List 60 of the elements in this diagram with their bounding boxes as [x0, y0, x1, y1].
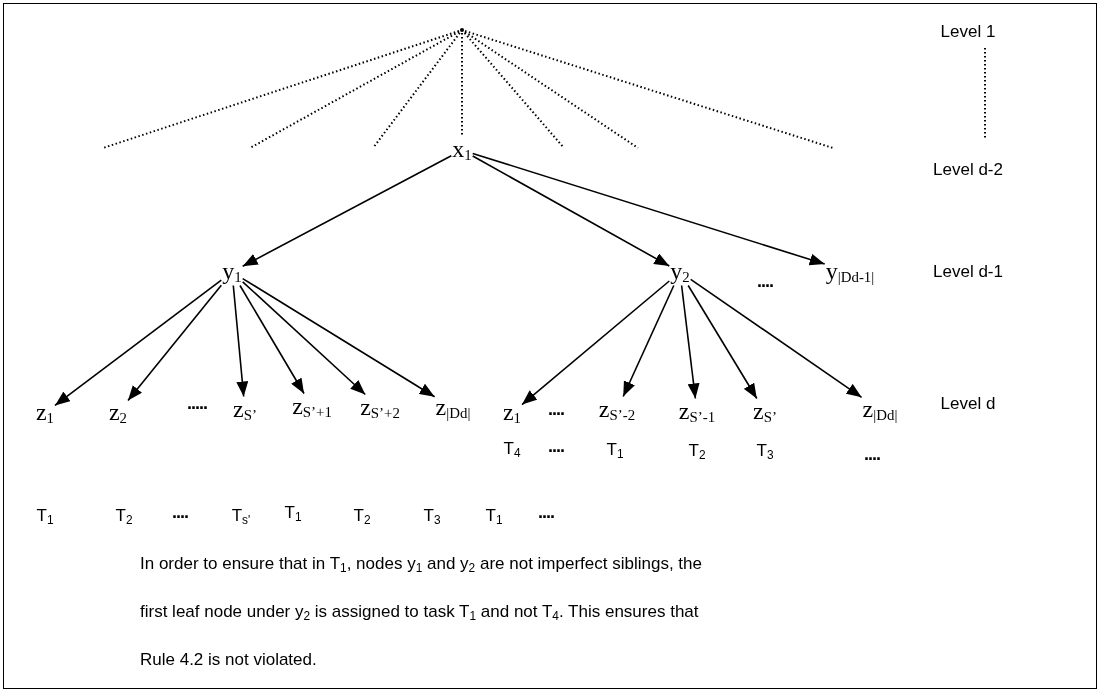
dotted-line [464, 30, 834, 149]
ellipsis: ..... [187, 394, 207, 414]
task-label: T$_{1}$ [485, 506, 503, 528]
level-label: Level d-2 [933, 160, 1003, 180]
arrow [687, 284, 758, 400]
tree-node-label: y$_{2}$ [670, 259, 690, 285]
tree-node-label: z$_{S’}$ [753, 399, 777, 425]
arrow [471, 155, 671, 267]
task-label: T$_{2}$ [688, 441, 706, 463]
arrow [239, 284, 305, 395]
tree-node-label: z$_{|Dd|}$ [435, 395, 471, 421]
task-label: T$_{1}$ [606, 440, 624, 462]
arrow [232, 284, 249, 398]
tree-node-label: z$_{S’+2}$ [360, 395, 400, 421]
task-label: T$_{2}$ [115, 506, 133, 528]
tree-node-label: z$_{1}$ [502, 400, 522, 426]
task-label: T$_{1}$ [284, 503, 302, 525]
ellipsis: .... [538, 503, 554, 523]
level-label: Level 1 [940, 22, 996, 42]
ellipsis: .... [864, 445, 880, 465]
arrow [471, 152, 826, 266]
task-label: T$_{4}$ [503, 439, 521, 461]
dotted-line [372, 32, 461, 149]
arrow [127, 284, 223, 402]
arrow [241, 154, 453, 268]
task-label: T$_{1}$ [36, 506, 54, 528]
arrow [622, 284, 675, 398]
dotted-line [464, 31, 639, 149]
task-label: T$_{s'}$ [231, 506, 251, 528]
task-label: T$_{3}$ [756, 441, 774, 463]
dotted-line [463, 32, 565, 149]
tree-node-label: z$_{S’-1}$ [678, 399, 716, 425]
ellipsis: .... [548, 437, 564, 457]
dotted-line [102, 30, 460, 149]
dotted-line [461, 32, 463, 138]
level-label: Level d-1 [933, 262, 1003, 282]
tree-node-label: z$_{S’-2}$ [598, 397, 636, 423]
root-point [460, 28, 464, 32]
arrow [680, 284, 700, 400]
dotted-line [249, 30, 460, 149]
ellipsis: .... [757, 272, 773, 292]
ellipsis: .... [548, 400, 564, 420]
tree-node-label: x$_{1}$ [452, 137, 472, 163]
arrow [689, 278, 863, 399]
task-label: T$_{2}$ [353, 506, 371, 528]
arrow [54, 279, 223, 407]
explanatory-note: In order to ensure that in T$_{1}$, nodes y$_{1}$ and y$_{2}$ are not imperfect siblings, the first leaf node under y$_{2}$ is assigned to task T$_{1}$ and not T$_{4}$. This ensures that Rule 4.2 is not violated. [140, 553, 703, 671]
tree-node-label: z$_{S’+1}$ [292, 394, 332, 420]
level-label: Level d [940, 394, 996, 414]
arrow [241, 277, 436, 398]
tree-node-label: z$_{S’}$ [233, 397, 257, 423]
tree-node-label: z$_{|Dd|}$ [862, 397, 898, 423]
ellipsis: .... [172, 503, 188, 523]
tree-node-label: z$_{2}$ [108, 400, 128, 426]
arrow [521, 280, 671, 406]
arrow [241, 281, 367, 396]
tree-node-label: y$_{1}$ [222, 259, 242, 285]
task-label: T$_{3}$ [423, 506, 441, 528]
tree-node-label: y$_{|Dd-1|}$ [825, 259, 875, 285]
tree-node-label: z$_{1}$ [35, 400, 55, 426]
